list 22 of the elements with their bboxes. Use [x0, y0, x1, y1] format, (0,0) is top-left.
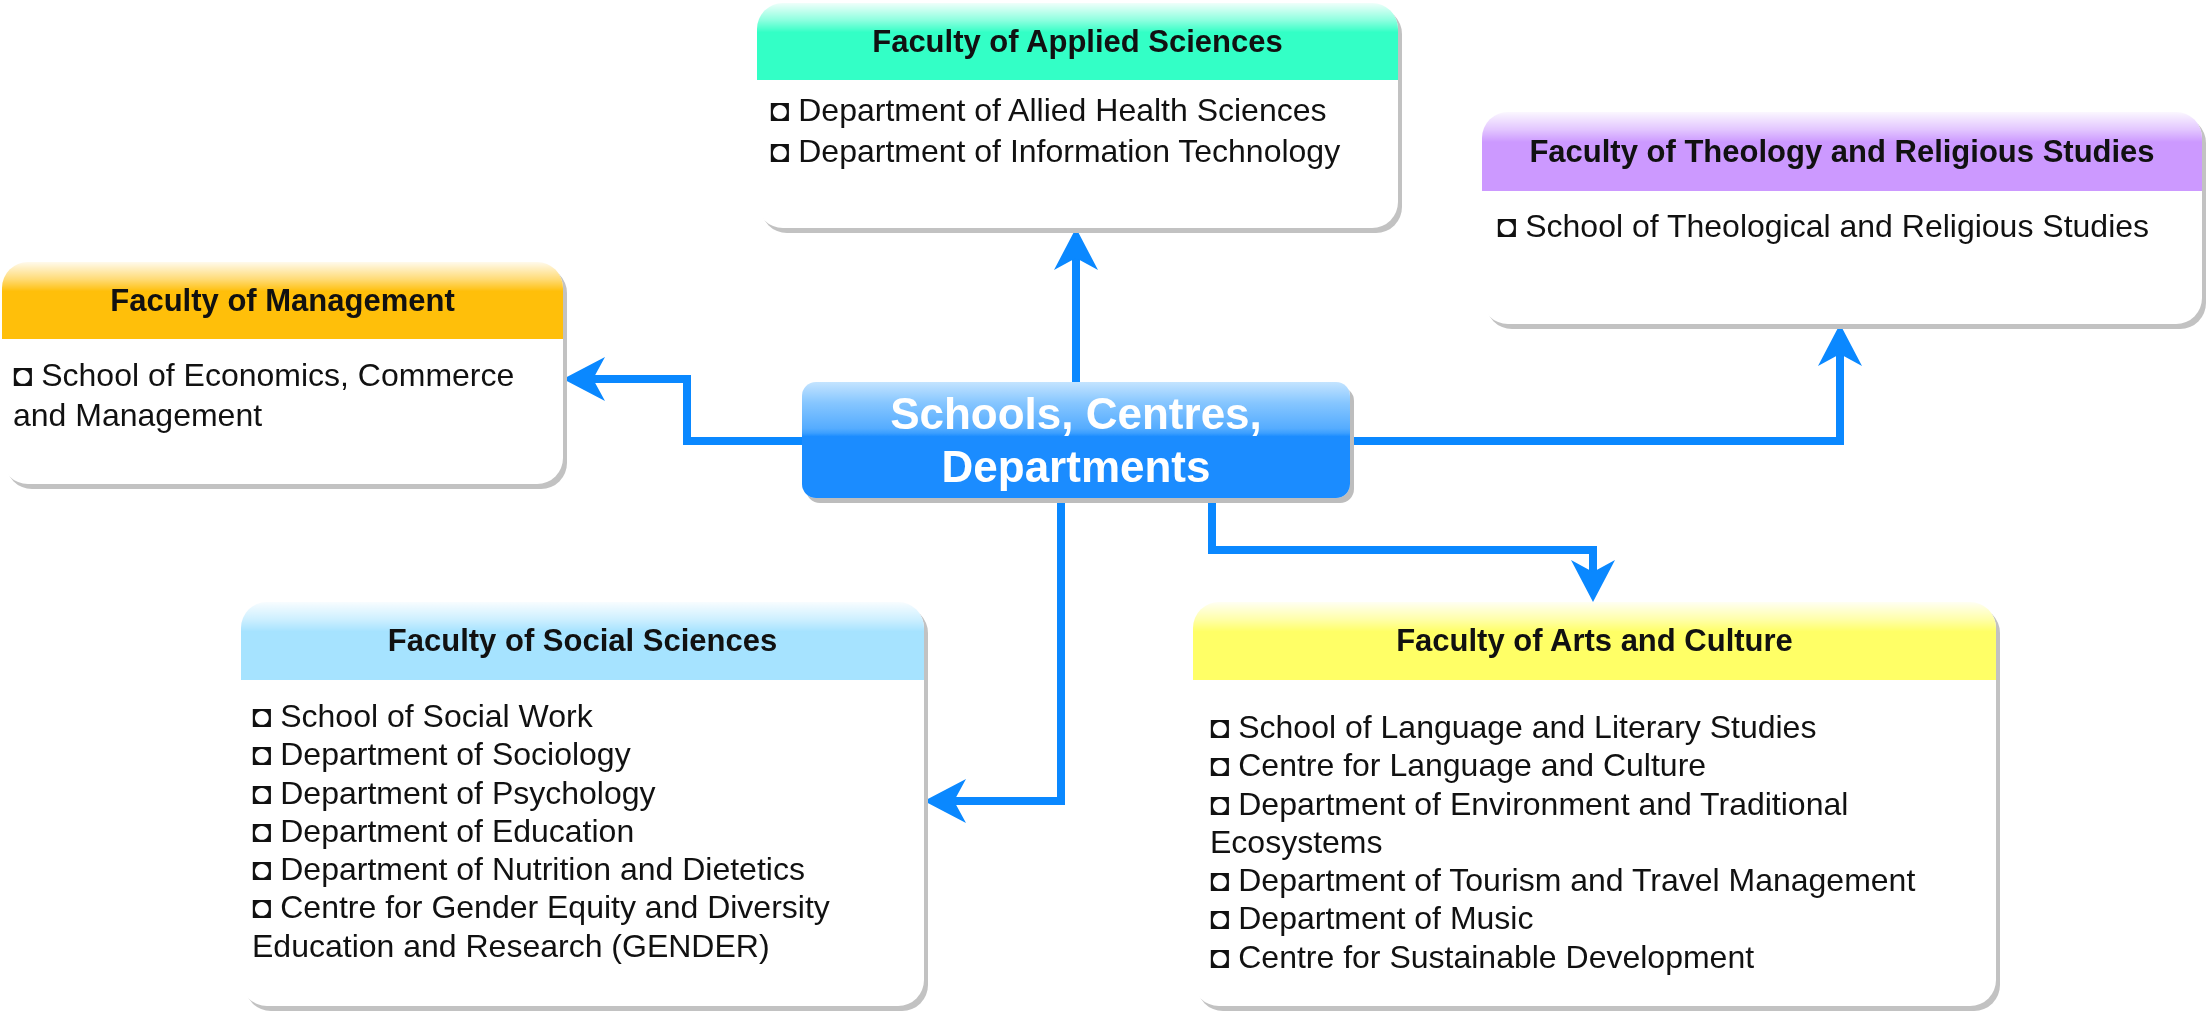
card-heading: Faculty of Social Sciences — [241, 602, 924, 680]
list-item: ◘ School of Language and Literary Studies — [1210, 708, 1818, 747]
list-item: ◘ School of Social Work — [252, 697, 594, 736]
list-item: ◘ Department of Music — [1210, 899, 1535, 938]
list-item: ◘ School of Economics, Commerce and Management — [13, 356, 516, 435]
list-item: ◘ Department of Allied Health Sciences — [770, 91, 1328, 130]
list-item: ◘ Centre for Language and Culture — [1210, 746, 1708, 785]
card-heading: Faculty of Applied Sciences — [757, 3, 1398, 80]
card-heading: Faculty of Management — [2, 262, 563, 339]
list-item: ◘ Department of Nutrition and Dietetics — [252, 850, 806, 889]
card-heading: Faculty of Theology and Religious Studies — [1482, 112, 2202, 191]
list-item: ◘ Centre for Gender Equity and Diversity Education and Research (GENDER) — [252, 888, 831, 966]
list-item: ◘ Department of Tourism and Travel Management — [1210, 861, 1917, 900]
list-item: ◘ Centre for Sustainable Development — [1210, 937, 1756, 977]
list-item: ◘ Department of Environment and Traditional Ecosystems — [1210, 784, 1850, 862]
list-item: ◘ Department of Psychology — [252, 773, 657, 812]
list-item: ◘ Department of Information Technology — [770, 132, 1342, 171]
hub-title: Schools, Centres, Departments — [889, 388, 1263, 493]
list-item: ◘ Department of Education — [252, 811, 636, 851]
card-heading: Faculty of Arts and Culture — [1193, 602, 1996, 680]
list-item: ◘ School of Theological and Religious Studies — [1497, 207, 2151, 246]
list-item: ◘ Department of Sociology — [252, 735, 632, 774]
